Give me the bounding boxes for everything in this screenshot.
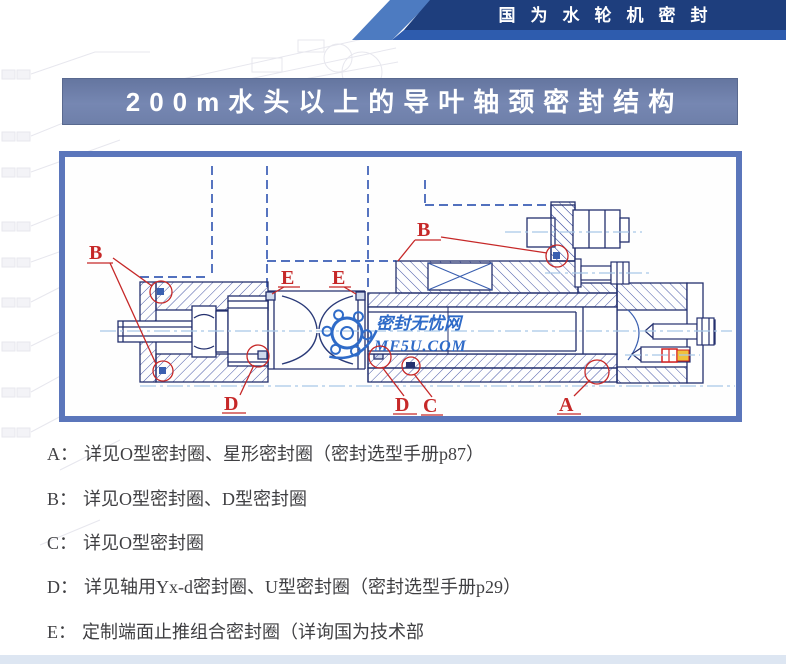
watermark-site-url: MF5U.COM <box>373 338 467 355</box>
note-c-text: 详见O型密封圈 <box>83 533 205 553</box>
note-b-label: B： <box>47 489 78 509</box>
top-bolt <box>526 204 630 262</box>
note-d-label: D： <box>47 577 78 597</box>
note-a-label: A： <box>47 444 78 464</box>
callout-e-left: E <box>281 267 294 289</box>
note-b-text: 详见O型密封圈、D型密封圈 <box>83 489 308 509</box>
hidden-lines <box>140 166 551 290</box>
watermark: 密封无忧网 MF5U.COM <box>321 309 467 360</box>
callout-a: A <box>559 394 574 416</box>
left-gland-assembly <box>117 281 269 383</box>
callout-c: C <box>423 395 437 417</box>
watermark-gear-icon <box>321 309 378 360</box>
brand-title: 国为水轮机密封 <box>498 6 723 25</box>
header-shapes <box>352 0 786 40</box>
note-c: C：详见O型密封圈 <box>47 529 204 553</box>
callout-b-left: B <box>89 242 102 264</box>
callout-d-left: D <box>224 393 238 415</box>
page-title: 200m水头以上的导叶轴颈密封结构 <box>125 87 684 117</box>
title-banner: 200m水头以上的导叶轴颈密封结构 <box>62 78 738 125</box>
note-a: A： 详见O型密封圈、星形密封圈（密封选型手册p87） <box>47 440 484 464</box>
note-d-text: 详见轴用Yx-d密封圈、U型密封圈（密封选型手册p29） <box>84 577 521 597</box>
callout-b-right: B <box>417 219 430 241</box>
callout-e-right: E <box>332 267 345 289</box>
note-b: B：详见O型密封圈、D型密封圈 <box>47 485 307 509</box>
note-a-text: 详见O型密封圈、星形密封圈（密封选型手册p87） <box>84 444 484 464</box>
watermark-site-name: 密封无忧网 <box>376 314 464 333</box>
callouts <box>87 236 610 416</box>
note-e-text: 定制端面止推组合密封圈（详询国为技术部 <box>82 622 424 642</box>
note-e: E： 定制端面止推组合密封圈（详询国为技术部 <box>47 618 424 642</box>
note-c-label: C： <box>47 533 78 553</box>
centerlines <box>100 231 735 387</box>
note-d: D： 详见轴用Yx-d密封圈、U型密封圈（密封选型手册p29） <box>47 573 521 597</box>
bottom-strip-decoration <box>0 655 786 664</box>
note-e-label: E： <box>47 622 76 642</box>
callout-d-right: D <box>395 394 409 416</box>
header-bar: 国为水轮机密封 <box>0 0 786 42</box>
